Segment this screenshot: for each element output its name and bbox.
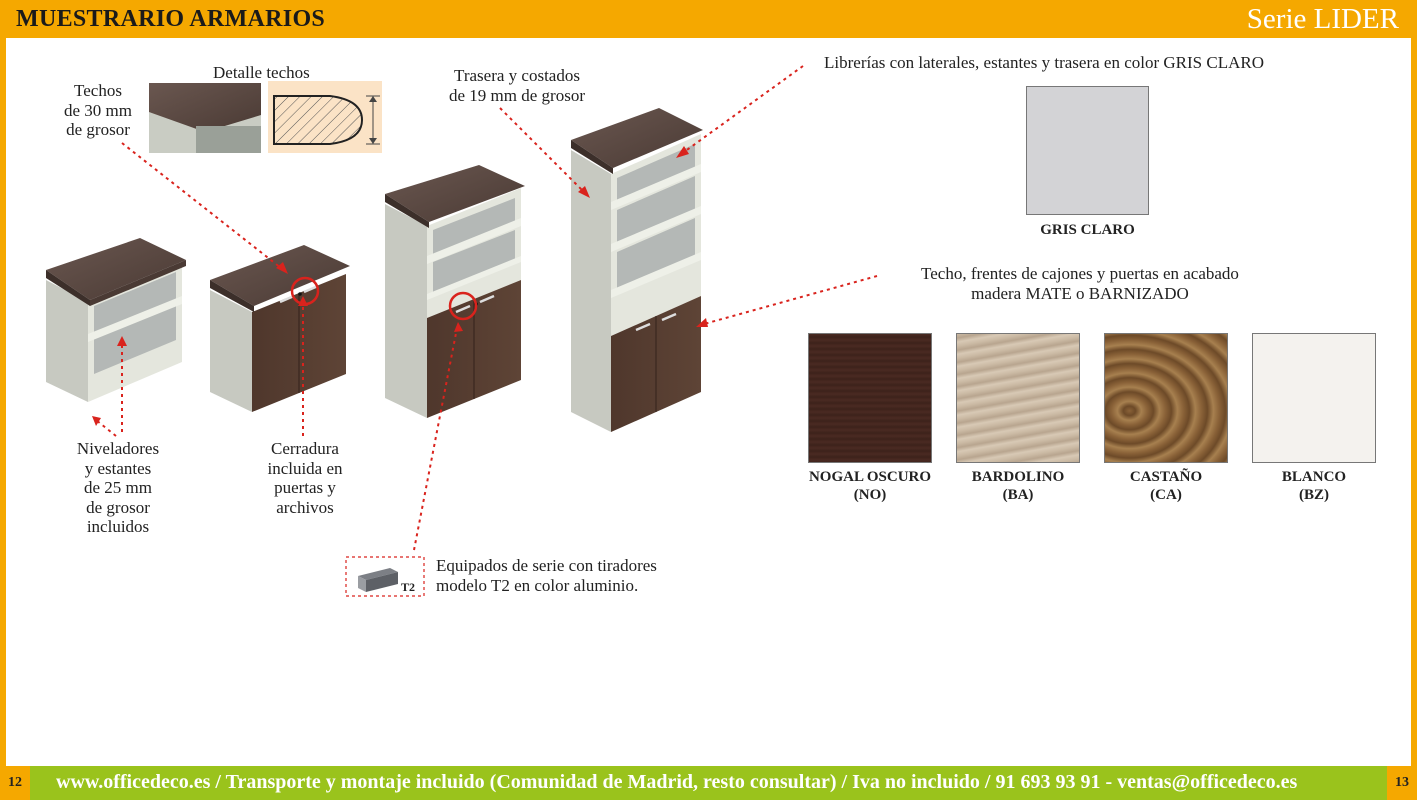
levelers-line: incluidos (86, 517, 150, 536)
roof-profile-drawing (268, 81, 382, 153)
lock-line: incluida en (267, 458, 343, 478)
swatch-name: BLANCO (1281, 469, 1347, 485)
arrow-heads (92, 146, 708, 426)
back-sides-line: de 19 mm de grosor (449, 85, 585, 105)
handle-highlight-circle (448, 291, 478, 321)
back-sides-label: Trasera y costados de 19 mm de grosor (432, 66, 602, 105)
swatch-gris-claro (1026, 86, 1149, 215)
swatch-bardolino-label: BARDOLINO (BA) (943, 468, 1093, 504)
roof-thickness-line: de 30 mm (64, 100, 132, 120)
lock-line: archivos (276, 497, 334, 517)
finish-label: Techo, frentes de cajones y puertas en a… (870, 264, 1290, 303)
series-title: Serie LIDER (1246, 3, 1399, 35)
swatch-castano-label: CASTAÑO (CA) (1091, 468, 1241, 504)
footer-bar: www.officedeco.es / Transporte y montaje… (0, 766, 1417, 800)
swatch-gris-claro-label: GRIS CLARO (1040, 222, 1135, 238)
back-sides-line: Trasera y costados (454, 66, 580, 85)
finish-line: madera MATE o BARNIZADO (971, 283, 1189, 303)
lock-line: puertas y (274, 478, 336, 497)
swatch-bardolino (956, 333, 1080, 463)
footer-contact-text: www.officedeco.es / Transporte y montaje… (56, 771, 1298, 793)
levelers-label: Niveladores y estantes de 25 mm de groso… (63, 439, 173, 537)
roof-thickness-line: Techos (74, 81, 122, 100)
handle-model-label: T2 (401, 580, 416, 594)
pointer-arrows (95, 65, 878, 551)
cabinet-tall (571, 108, 703, 432)
handles-label: Equipados de serie con tiradores modelo … (436, 556, 657, 595)
cabinet-low-open (46, 238, 186, 402)
handles-line: modelo T2 en color aluminio. (436, 575, 639, 595)
header-bar: MUESTRARIO ARMARIOS Serie LIDER (0, 0, 1417, 38)
swatch-code: (NO) (853, 487, 887, 503)
swatch-blanco (1252, 333, 1376, 463)
roof-detail-label: Detalle techos (213, 63, 310, 82)
levelers-line: de 25 mm (84, 478, 152, 497)
swatch-castano (1104, 333, 1228, 463)
swatch-name: NOGAL OSCURO (808, 469, 932, 485)
levelers-line: y estantes (84, 458, 152, 478)
swatch-nogal-oscuro-label: NOGAL OSCURO (NO) (795, 468, 945, 504)
swatch-nogal-oscuro (808, 333, 932, 463)
swatch-name: BARDOLINO (971, 469, 1065, 485)
roof-detail-photo (149, 83, 261, 153)
lock-line: Cerradura (271, 439, 339, 458)
page-number-left: 12 (0, 766, 30, 800)
handle-t2-box (345, 556, 425, 597)
levelers-line: Niveladores (76, 439, 160, 458)
page-title: MUESTRARIO ARMARIOS (16, 6, 326, 32)
finish-line: Techo, frentes de cajones y puertas en a… (921, 264, 1239, 283)
roof-thickness-line: de grosor (66, 120, 130, 139)
swatch-blanco-label: BLANCO (BZ) (1239, 468, 1389, 504)
page-number-right: 13 (1387, 766, 1417, 800)
levelers-line: de grosor (86, 497, 150, 517)
handles-line: Equipados de serie con tiradores (436, 556, 657, 575)
swatch-code: (CA) (1150, 487, 1182, 503)
swatch-code: (BZ) (1299, 487, 1329, 503)
cabinet-medium (385, 165, 525, 418)
bookcase-color-label: Librerías con laterales, estantes y tras… (824, 53, 1264, 72)
swatch-name: CASTAÑO (1129, 469, 1203, 485)
swatch-code: (BA) (1002, 487, 1034, 503)
roof-thickness-label: Techos de 30 mm de grosor (52, 81, 144, 140)
cabinet-low-doors (210, 245, 350, 412)
lock-label: Cerradura incluida en puertas y archivos (250, 439, 360, 517)
